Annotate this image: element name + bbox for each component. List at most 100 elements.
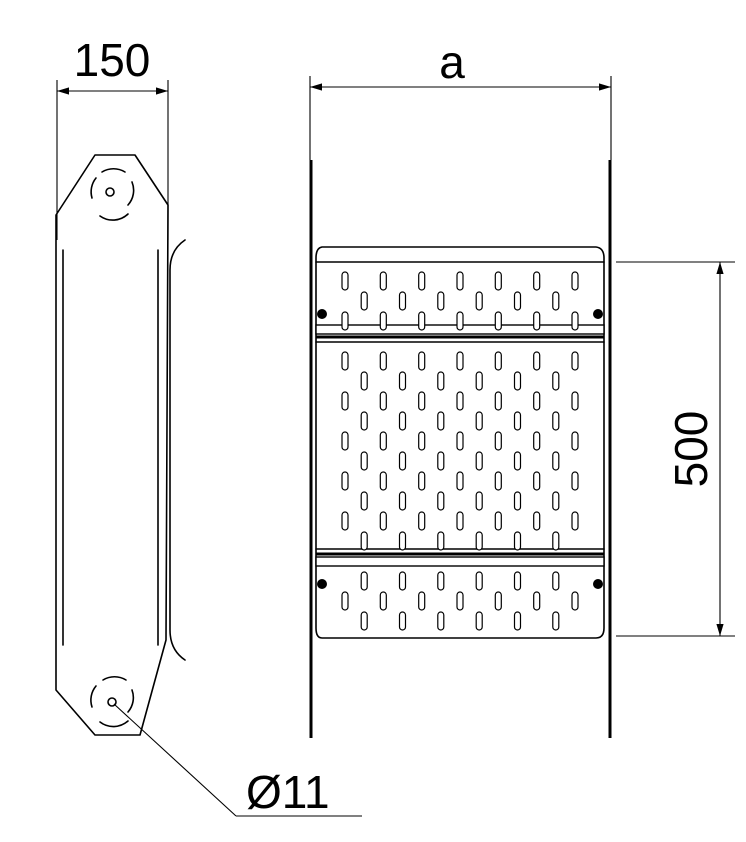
slot — [494, 311, 502, 331]
slot — [456, 311, 464, 331]
slot — [341, 471, 349, 491]
slot — [456, 591, 464, 611]
slot — [571, 511, 579, 531]
slot — [494, 391, 502, 411]
slot — [360, 291, 368, 311]
top-hole-icon — [90, 168, 135, 221]
slot — [475, 411, 483, 431]
slot — [398, 291, 407, 311]
slot — [475, 491, 483, 511]
slot — [456, 431, 464, 451]
bottom-hole-icon — [90, 676, 135, 728]
height-label: 500 — [665, 411, 717, 488]
slot — [379, 431, 387, 451]
slot — [513, 451, 522, 471]
slot — [341, 591, 349, 611]
slot — [437, 291, 445, 311]
slot — [437, 491, 445, 511]
slot — [533, 271, 541, 291]
tray-outline — [315, 246, 605, 639]
slot — [533, 511, 541, 531]
slot — [398, 571, 407, 591]
slot — [475, 611, 483, 631]
slot — [360, 571, 368, 591]
slot — [513, 291, 522, 311]
slot — [513, 371, 522, 391]
slot — [571, 311, 579, 331]
slot — [552, 571, 560, 591]
slot — [418, 391, 426, 411]
slot — [418, 311, 426, 331]
slot — [437, 571, 445, 591]
slot — [398, 371, 407, 391]
slot — [513, 531, 522, 551]
slot — [456, 511, 464, 531]
slot — [552, 291, 560, 311]
slot — [571, 431, 579, 451]
slot — [418, 471, 426, 491]
slot — [552, 611, 560, 631]
slot — [360, 451, 368, 471]
slot — [475, 571, 483, 591]
length-label: a — [439, 36, 465, 88]
slot — [437, 371, 445, 391]
slot — [398, 531, 407, 551]
slot — [360, 491, 368, 511]
slot — [533, 591, 541, 611]
slot — [379, 591, 387, 611]
slot — [456, 271, 464, 291]
perforation-slots — [341, 271, 579, 631]
slot — [552, 531, 560, 551]
slot — [456, 391, 464, 411]
slot — [398, 611, 407, 631]
slot — [418, 511, 426, 531]
slot — [360, 531, 368, 551]
slot — [513, 571, 522, 591]
lower-coupling-band — [315, 548, 605, 589]
slot — [494, 351, 502, 371]
front-view: a 500 — [309, 36, 735, 738]
slot — [571, 591, 579, 611]
slot — [398, 451, 407, 471]
slot — [552, 411, 560, 431]
slot — [360, 611, 368, 631]
slot — [398, 411, 407, 431]
slot — [494, 271, 502, 291]
slot — [571, 471, 579, 491]
width-dimension: 150 — [56, 34, 169, 240]
slot — [379, 351, 387, 371]
slot — [533, 431, 541, 451]
width-label: 150 — [74, 34, 151, 86]
slot — [571, 271, 579, 291]
slot — [341, 311, 349, 331]
slot — [437, 531, 445, 551]
length-dimension: a — [309, 36, 612, 160]
slot — [418, 591, 426, 611]
slot — [494, 431, 502, 451]
slot — [571, 391, 579, 411]
slot — [533, 311, 541, 331]
slot — [513, 411, 522, 431]
hole-label: Ø11 — [246, 766, 330, 818]
slot — [571, 351, 579, 371]
slot — [494, 591, 502, 611]
slot — [552, 371, 560, 391]
slot — [418, 271, 426, 291]
slot — [379, 271, 387, 291]
slot — [341, 431, 349, 451]
slot — [475, 531, 483, 551]
slot — [456, 351, 464, 371]
slot — [418, 431, 426, 451]
slot — [437, 451, 445, 471]
slot — [360, 411, 368, 431]
slot — [379, 511, 387, 531]
slot — [379, 311, 387, 331]
slot — [398, 491, 407, 511]
slot — [533, 391, 541, 411]
side-view: 150 Ø11 — [55, 34, 362, 818]
slot — [360, 371, 368, 391]
side-body-outline — [55, 154, 169, 736]
slot — [475, 371, 483, 391]
slot — [341, 511, 349, 531]
